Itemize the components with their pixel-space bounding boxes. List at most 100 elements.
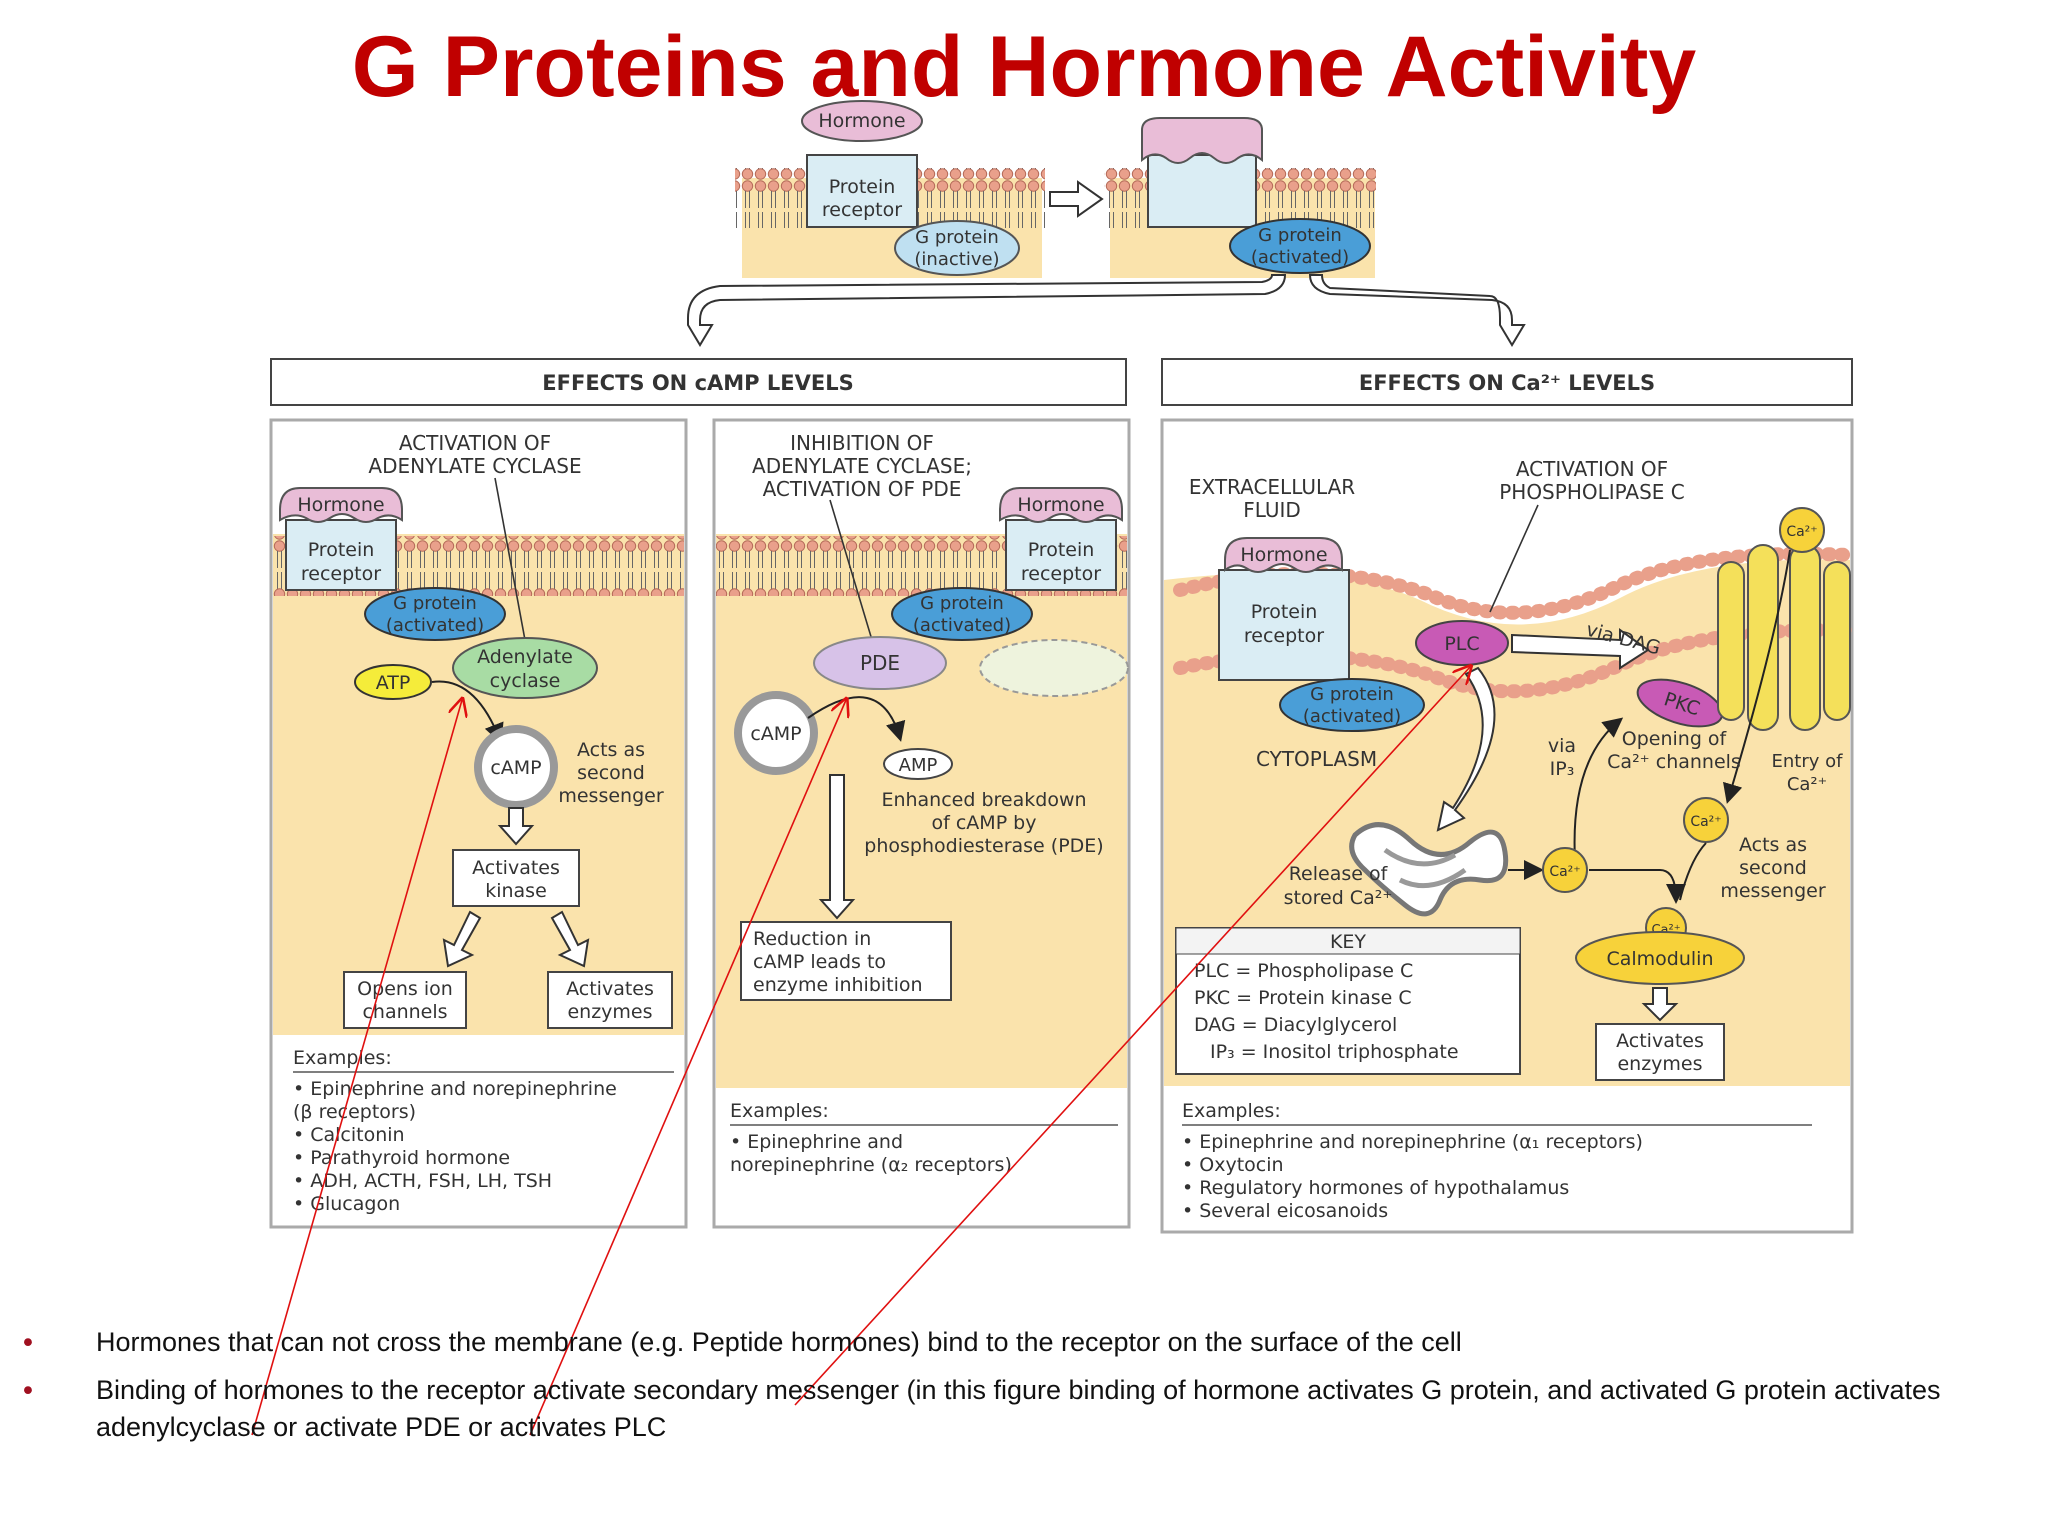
panel1-hormone-label: Hormone bbox=[297, 494, 384, 516]
panel1-heading-2: ADENYLATE CYCLASE bbox=[368, 454, 581, 478]
panel1-kinase-box bbox=[452, 849, 580, 907]
panel1-second-2: second bbox=[577, 762, 645, 784]
panel1-opens-1: Opens ion bbox=[357, 978, 453, 1000]
panel1-receptor-label-2: receptor bbox=[301, 563, 381, 585]
top-g-inactive-label-2: (inactive) bbox=[914, 249, 999, 270]
panel1-example-2: (β receptors) bbox=[293, 1101, 416, 1123]
panel2-amp-label: AMP bbox=[899, 755, 938, 776]
panel3-key-ip3: IP₃ = Inositol triphosphate bbox=[1210, 1041, 1459, 1063]
panel3-key-dag: DAG = Diacylglycerol bbox=[1194, 1014, 1397, 1036]
panel1-activates-1: Activates bbox=[566, 978, 654, 1000]
panel1-example-3: • Calcitonin bbox=[293, 1124, 405, 1146]
panel3-endoplasmic-reticulum bbox=[1349, 822, 1509, 917]
panel2-pointer-line bbox=[829, 499, 873, 641]
panel3-down-arrow bbox=[1641, 987, 1679, 1022]
bullet-text-2: Binding of hormones to the receptor acti… bbox=[96, 1375, 1941, 1442]
panel3-ca-join-arrow bbox=[1589, 869, 1686, 904]
panel1-adenylate-cyclase bbox=[452, 637, 598, 699]
panel3-via-ip3-2: IP₃ bbox=[1550, 758, 1575, 780]
panel3-protein-receptor bbox=[1218, 569, 1350, 681]
panel1-pointer-line bbox=[494, 477, 526, 641]
panel2-pde-label: PDE bbox=[860, 651, 900, 675]
panel2-example-2: norepinephrine (α₂ receptors) bbox=[730, 1154, 1012, 1176]
top-g-protein-inactive bbox=[894, 220, 1020, 276]
panel3-activates-2: enzymes bbox=[1617, 1053, 1702, 1075]
panel-adenylate-cyclase: ACTIVATION OF ADENYLATE CYCLASE Protein … bbox=[269, 418, 688, 1229]
panel3-ip3-arrow bbox=[1436, 666, 1496, 832]
panel1-arrow-right bbox=[550, 910, 590, 968]
panel3-examples-title: Examples: bbox=[1182, 1100, 1281, 1122]
panel1-example-6: • Glucagon bbox=[293, 1193, 400, 1215]
panel3-heading-1: ACTIVATION OF bbox=[1516, 457, 1668, 481]
panel3-ca-released bbox=[1542, 847, 1588, 893]
panel2-receptor-label-1: Protein bbox=[1028, 539, 1095, 561]
top-protein-receptor bbox=[806, 154, 918, 228]
bullet-marker-2: • bbox=[20, 1376, 36, 1407]
panel3-extracellular-2: FLUID bbox=[1243, 498, 1301, 522]
panel2-amp bbox=[883, 748, 953, 780]
panel2-heading-2: ADENYLATE CYCLASE; bbox=[752, 454, 972, 478]
panel1-enzyme-label-2: cyclase bbox=[490, 670, 561, 692]
top-hormone-label: Hormone bbox=[818, 110, 905, 132]
panel3-opening-1: Opening of bbox=[1622, 728, 1728, 750]
red-annotation-arrows bbox=[251, 667, 1470, 1436]
panel1-second-3: messenger bbox=[558, 785, 663, 807]
panel3-second-2: second bbox=[1739, 857, 1807, 879]
panel3-activates-1: Activates bbox=[1616, 1030, 1704, 1052]
panel2-reduction-2: cAMP leads to bbox=[753, 951, 886, 973]
panel2-g-label-1: G protein bbox=[920, 593, 1004, 614]
panel1-example-5: • ADH, ACTH, FSH, LH, TSH bbox=[293, 1170, 552, 1192]
panel1-hormone bbox=[279, 487, 403, 523]
panel3-hormone-label: Hormone bbox=[1240, 544, 1327, 566]
panel1-activates-box bbox=[547, 971, 673, 1029]
panel2-examples-title: Examples: bbox=[730, 1100, 829, 1122]
top-receptor-bound bbox=[1147, 154, 1257, 228]
bullet-marker-1: • bbox=[20, 1328, 36, 1359]
panel2-hormone bbox=[999, 487, 1123, 523]
panel1-kinase-2: kinase bbox=[485, 880, 547, 902]
header-ca-box bbox=[1161, 358, 1853, 406]
panel1-activates-2: enzymes bbox=[567, 1001, 652, 1023]
panel1-camp-label: cAMP bbox=[490, 757, 541, 779]
panel3-cytoplasm-label: CYTOPLASM bbox=[1256, 747, 1377, 771]
panel3-key-plc: PLC = Phospholipase C bbox=[1194, 960, 1413, 982]
panel3-key-title: KEY bbox=[1330, 931, 1366, 953]
panel3-calmodulin-label: Calmodulin bbox=[1606, 948, 1713, 970]
panel2-g-protein bbox=[891, 587, 1033, 641]
panel2-hormone-label: Hormone bbox=[1017, 494, 1104, 516]
panel3-calmodulin bbox=[1575, 931, 1745, 985]
panel3-receptor-label-2: receptor bbox=[1244, 625, 1324, 647]
top-g-inactive-label-1: G protein bbox=[915, 227, 999, 248]
panel1-camp bbox=[474, 725, 558, 809]
header-ca-label: EFFECTS ON Ca²⁺ LEVELS bbox=[1359, 371, 1655, 395]
panel2-reduction-3: enzyme inhibition bbox=[753, 974, 923, 996]
panel1-atp-label: ATP bbox=[376, 672, 411, 694]
panel3-g-label-2: (activated) bbox=[1303, 706, 1401, 727]
panel2-breakdown-2: of cAMP by bbox=[932, 812, 1037, 834]
top-g-protein-activated bbox=[1229, 218, 1371, 274]
panel3-entry-2: Ca²⁺ bbox=[1787, 774, 1827, 795]
panel3-ca-outside-label: Ca²⁺ bbox=[1786, 524, 1817, 540]
panel-calcium: EXTRACELLULAR FLUID ACTIVATION OF PHOSPH… bbox=[1160, 418, 1855, 1234]
panel3-example-3: • Regulatory hormones of hypothalamus bbox=[1182, 1177, 1569, 1199]
slide-title: G Proteins and Hormone Activity bbox=[351, 19, 1697, 115]
panel1-down-arrow bbox=[497, 807, 535, 846]
header-camp-box bbox=[270, 358, 1127, 406]
panel3-example-4: • Several eicosanoids bbox=[1182, 1200, 1388, 1222]
panel3-key-pkc: PKC = Protein kinase C bbox=[1194, 987, 1412, 1009]
panel2-breakdown-1: Enhanced breakdown bbox=[881, 789, 1086, 811]
annotation-arrow-adenylate bbox=[251, 700, 462, 1436]
panel3-second-1: Acts as bbox=[1739, 834, 1807, 856]
panel1-protein-receptor bbox=[285, 519, 397, 591]
panel3-opening-arrow bbox=[1573, 717, 1624, 861]
panel3-pointer-line bbox=[1489, 504, 1539, 613]
header-camp-label: EFFECTS ON cAMP LEVELS bbox=[542, 371, 853, 395]
top-g-active-label-1: G protein bbox=[1258, 225, 1342, 246]
panel2-protein-receptor bbox=[1005, 519, 1117, 591]
panel3-via-ip3-1: via bbox=[1548, 735, 1576, 757]
panel1-example-1: • Epinephrine and norepinephrine bbox=[293, 1078, 617, 1100]
panel2-breakdown-3: phosphodiesterase (PDE) bbox=[864, 835, 1103, 857]
top-receptor-label-2: receptor bbox=[822, 199, 902, 221]
panel1-opens-2: channels bbox=[362, 1001, 447, 1023]
panel3-extracellular-1: EXTRACELLULAR bbox=[1189, 475, 1355, 499]
